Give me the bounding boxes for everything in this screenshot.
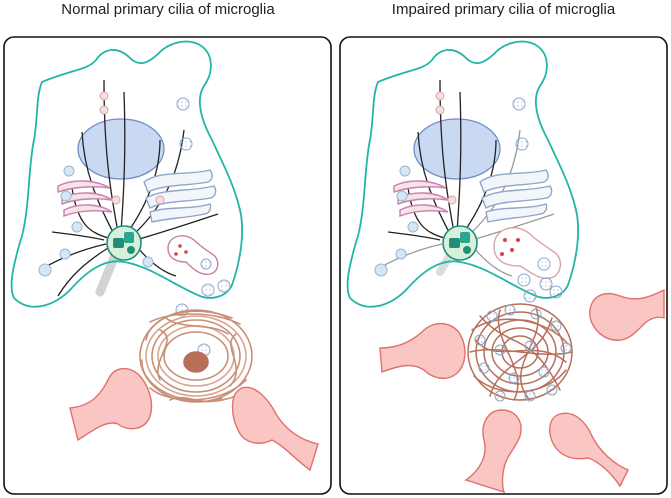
neuron-terminal-right bbox=[231, 386, 319, 472]
neuron-terminals bbox=[69, 367, 319, 472]
neuron-terminal-left bbox=[379, 323, 466, 380]
dense-amyloid-plaque bbox=[467, 303, 573, 401]
phagolysosome bbox=[167, 235, 219, 276]
left-panel-title: Normal primary cilia of microglia bbox=[61, 1, 275, 18]
centrosome bbox=[106, 225, 142, 261]
cell-membrane bbox=[10, 40, 244, 308]
enlarged-lysosome bbox=[493, 227, 561, 279]
left-panel-frame bbox=[3, 36, 332, 495]
nucleus bbox=[413, 118, 501, 180]
nucleus bbox=[77, 118, 165, 180]
transport-vesicles bbox=[374, 165, 419, 277]
amyloid-plaque bbox=[139, 309, 253, 403]
right-panel-frame bbox=[339, 36, 668, 495]
neuron-terminals bbox=[379, 288, 665, 494]
plaque-bound-particles bbox=[474, 304, 572, 402]
neuron-terminal-top-right bbox=[589, 288, 665, 341]
cell-membrane bbox=[346, 40, 580, 308]
right-panel bbox=[339, 36, 668, 495]
neuron-terminal-bottom-right bbox=[549, 412, 629, 488]
left-panel bbox=[3, 36, 332, 495]
neuron-terminal-left bbox=[69, 367, 153, 442]
pink-vesicles bbox=[99, 91, 165, 205]
endoplasmic-reticulum bbox=[479, 169, 553, 223]
transport-vesicles bbox=[38, 165, 154, 277]
pink-vesicles bbox=[435, 91, 457, 205]
endoplasmic-reticulum bbox=[143, 169, 217, 223]
amyloid-particles bbox=[512, 97, 563, 303]
neuron-terminal-bottom-left bbox=[464, 409, 522, 494]
centrosome bbox=[442, 225, 478, 261]
right-panel-title: Impaired primary cilia of microglia bbox=[391, 1, 616, 18]
